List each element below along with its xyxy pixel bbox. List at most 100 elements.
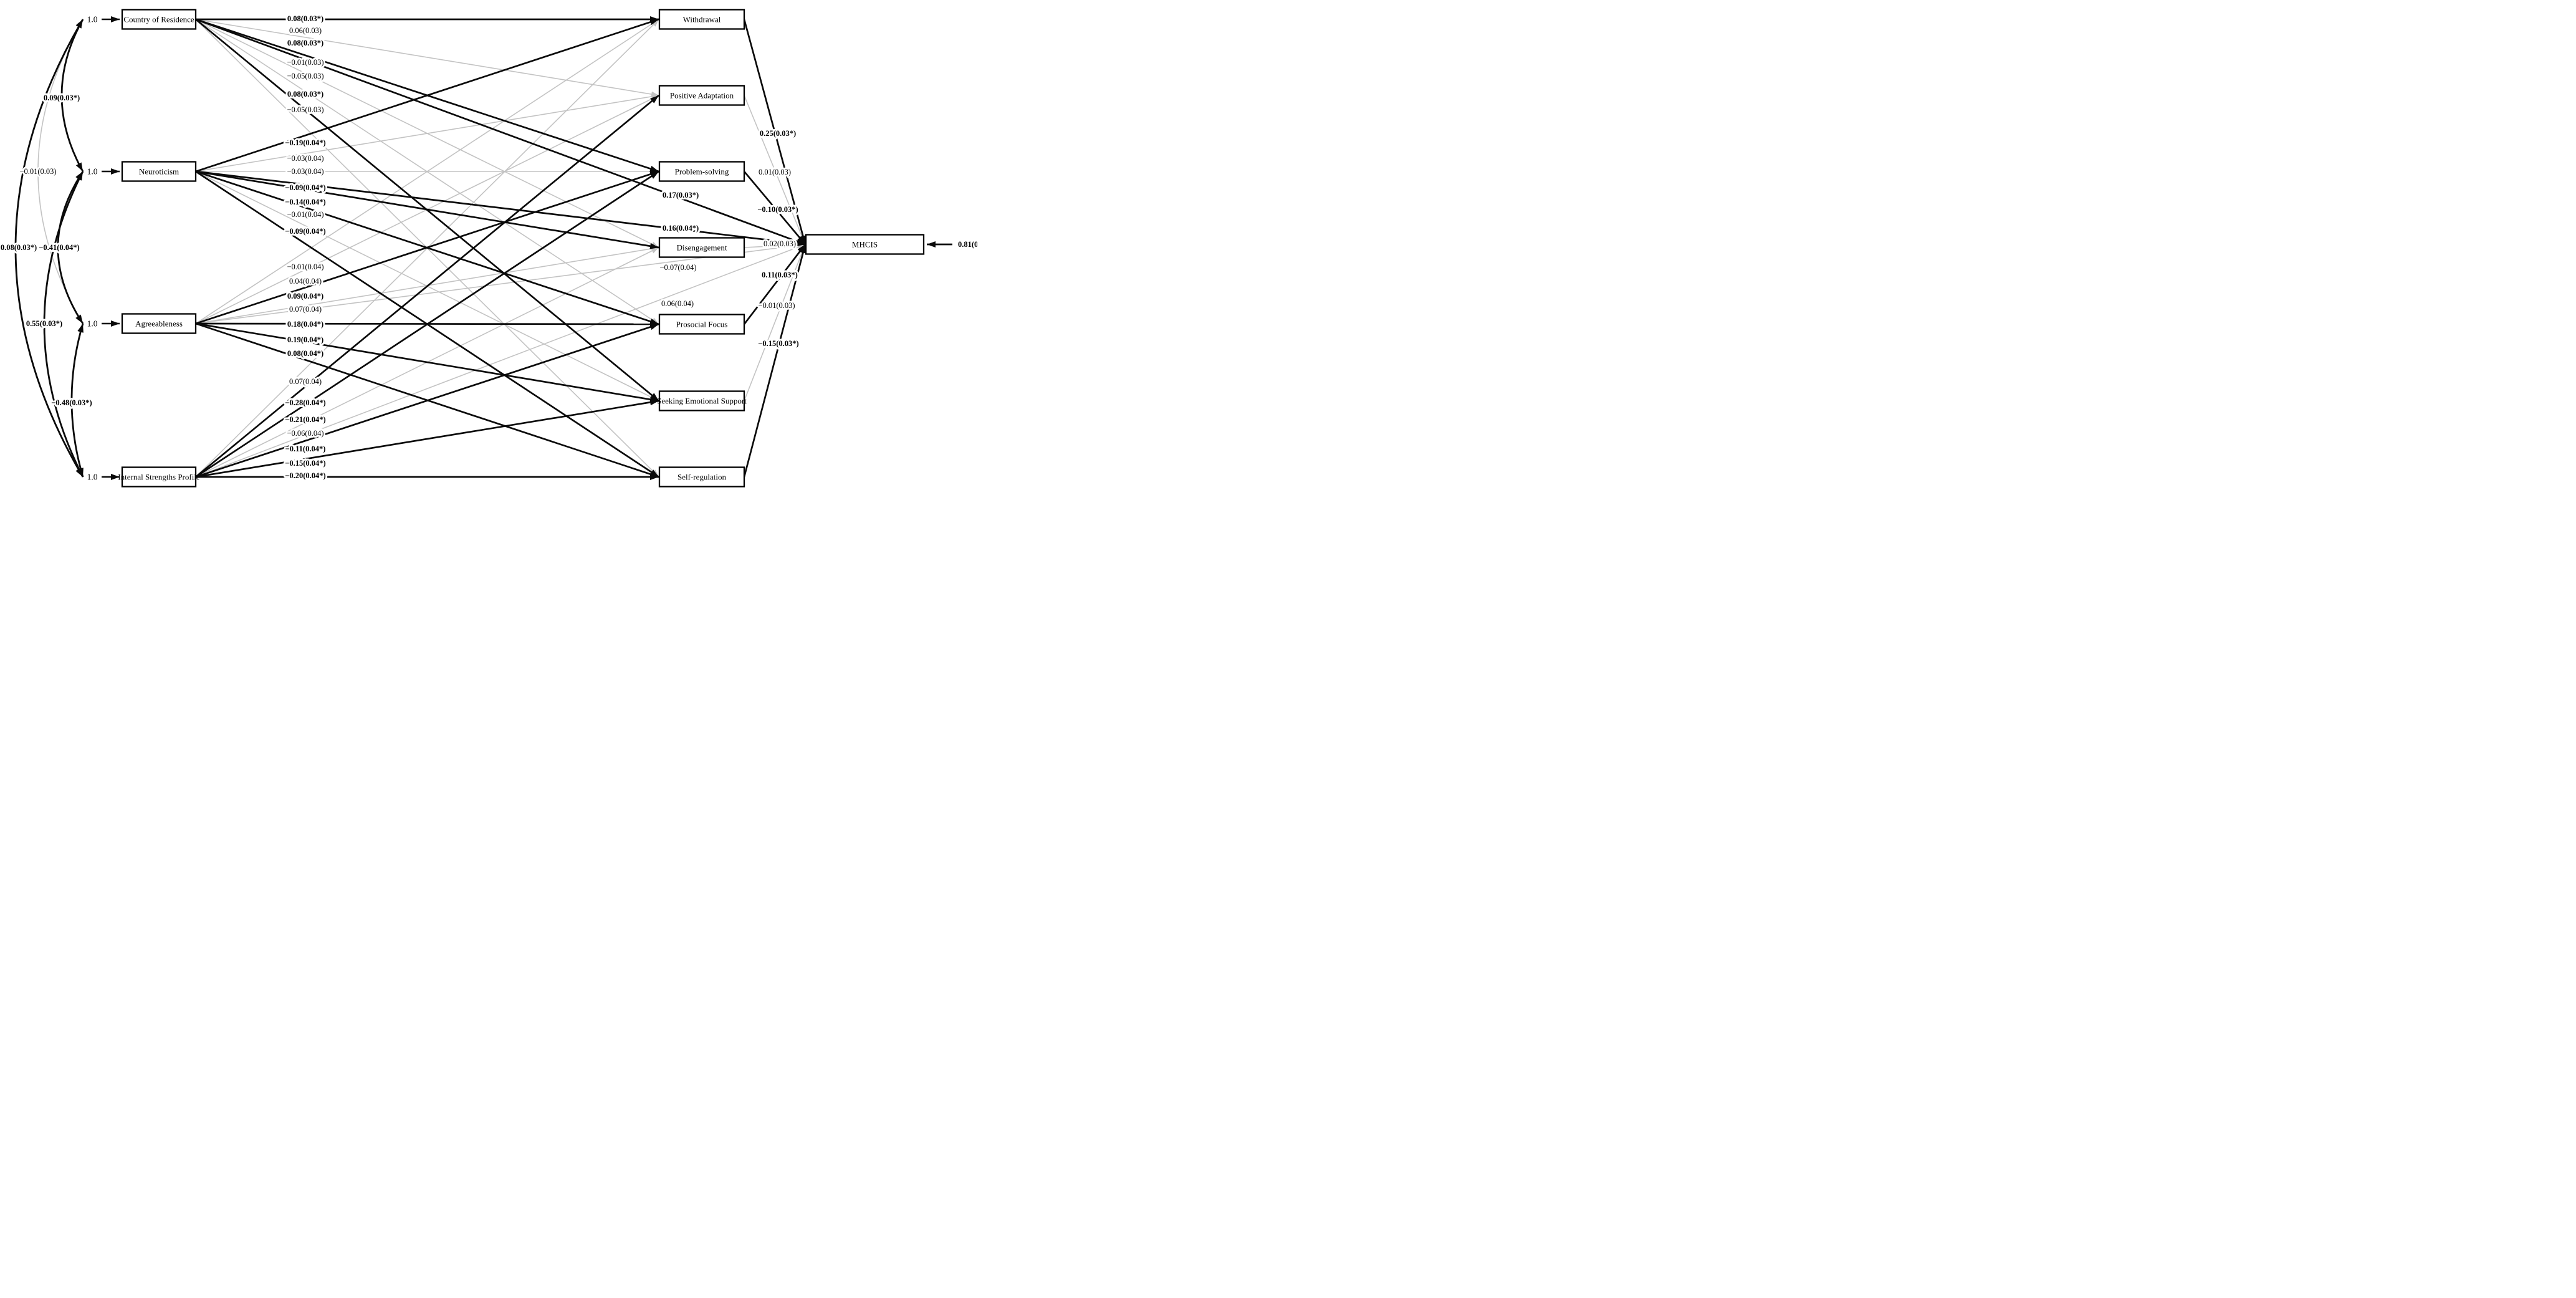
coef-country-to-prosocial_focus: −0.05(0.03): [287, 72, 323, 80]
path-isp-to-prosocial_focus: [195, 323, 659, 478]
prosocial_focus-box: [658, 314, 745, 335]
coef-country-to-positive_adaptation: 0.06(0.03): [289, 26, 322, 35]
neuroticism-label: Neuroticism: [139, 167, 179, 176]
node-agreeableness: Agreeableness: [121, 313, 197, 334]
covariance-agreeableness-isp: [70, 323, 84, 478]
path-isp-to-seeking_emotional_support: [195, 399, 659, 478]
node-withdrawal: Withdrawal: [658, 9, 745, 30]
path-agreeableness-to-seeking_emotional_support: [195, 322, 659, 403]
coef-agreeableness-to-seeking_emotional_support: 0.19(0.04*): [287, 335, 323, 344]
withdrawal-label: Withdrawal: [683, 15, 721, 24]
node-positive_adaptation: Positive Adaptation: [658, 85, 745, 106]
covariance-neuroticism-agreeableness: [57, 171, 84, 324]
problem_solving-label: Problem-solving: [675, 167, 729, 176]
country-label: Country of Residence: [123, 15, 194, 24]
coef-neuroticism-to-withdrawal: −0.19(0.04*): [285, 138, 325, 147]
coef-neuroticism-to-seeking_emotional_support: −0.01(0.04): [287, 210, 323, 219]
path-country-to-mhcis: [195, 18, 806, 246]
node-disengagement: Disengagement: [658, 237, 745, 258]
coef-isp-to-withdrawal: 0.07(0.04): [289, 377, 322, 386]
coef-isp-to-mhcis: 0.06(0.04): [661, 299, 694, 308]
path-neuroticism-to-mhcis: [195, 170, 806, 247]
self_regulation-label: Self-regulation: [678, 473, 726, 482]
coef-disengagement-to-mhcis: 0.02(0.03): [764, 239, 796, 248]
coef-country-to-mhcis: 0.17(0.03*): [663, 191, 699, 200]
isp-label: Internal Strengths Profile: [118, 473, 200, 482]
variance-arrows: 1.0 1.0 1.0 1.0 0.81(0.04*): [87, 15, 977, 482]
path-prosocial_focus-to-mhcis: [743, 244, 807, 325]
seeking_emotional_support-box: [658, 390, 745, 411]
coef-neuroticism-to-mhcis: 0.16(0.04*): [663, 224, 699, 233]
disengagement-label: Disengagement: [677, 243, 727, 252]
country-box: [121, 9, 197, 30]
seeking_emotional_support-label: Seeking Emotional Support: [657, 397, 747, 406]
coef-country-to-problem_solving: 0.08(0.03*): [287, 39, 323, 47]
coef-isp-to-positive_adaptation: −0.28(0.04*): [285, 398, 325, 407]
path-neuroticism-to-disengagement: [195, 170, 659, 249]
node-isp: Internal Strengths Profile: [118, 466, 200, 488]
variance-label-neuroticism: 1.0: [87, 167, 98, 176]
positive_adaptation-box: [658, 85, 745, 106]
coef-isp-to-prosocial_focus: −0.11(0.04*): [285, 445, 326, 453]
neuroticism-box: [121, 161, 197, 182]
node-neuroticism: Neuroticism: [121, 161, 197, 182]
coefficient-labels: 0.08(0.03*) 0.06(0.03) 0.08(0.03*) −0.01(0.…: [0, 12, 801, 482]
positive_adaptation-label: Positive Adaptation: [670, 91, 734, 100]
coef-isp-to-self_regulation: −0.20(0.04*): [285, 471, 325, 480]
path-isp-to-mhcis: [195, 244, 806, 478]
coef-isp-to-disengagement: −0.06(0.04): [287, 429, 323, 438]
path-agreeableness-to-withdrawal: [195, 19, 659, 324]
variance-label-country: 1.0: [87, 15, 98, 24]
coef-covariance-neuroticism-agreeableness: −0.41(0.04*): [39, 243, 79, 252]
coef-neuroticism-to-positive_adaptation: −0.03(0.04): [287, 154, 323, 163]
variance-label-agreeableness: 1.0: [87, 319, 98, 329]
node-self_regulation: Self-regulation: [658, 466, 745, 488]
coef-agreeableness-to-problem_solving: 0.09(0.04*): [287, 292, 323, 300]
withdrawal-box: [658, 9, 745, 30]
path-neuroticism-to-withdrawal: [195, 18, 659, 173]
path-isp-to-positive_adaptation: [195, 94, 659, 478]
self_regulation-box: [658, 466, 745, 488]
coef-neuroticism-to-problem_solving: −0.03(0.04): [287, 167, 323, 176]
coef-covariance-country-neuroticism: 0.09(0.03*): [44, 94, 80, 102]
path-country-to-positive_adaptation: [195, 19, 659, 97]
coef-agreeableness-to-self_regulation: 0.08(0.04*): [287, 349, 323, 358]
mhcis-label: MHCIS: [852, 240, 878, 249]
coef-covariance-neuroticism-isp: 0.55(0.03*): [26, 319, 62, 328]
node-seeking_emotional_support: Seeking Emotional Support: [657, 390, 747, 411]
coef-neuroticism-to-disengagement: −0.09(0.04*): [285, 183, 325, 192]
nodes: Country of ResidenceNeuroticismAgreeable…: [118, 9, 925, 488]
coef-prosocial_focus-to-mhcis: 0.11(0.03*): [762, 271, 798, 279]
coef-country-to-seeking_emotional_support: 0.08(0.03*): [287, 90, 323, 99]
covariance-country-neuroticism: [60, 19, 84, 172]
coef-seeking_emotional_support-to-mhcis: −0.01(0.03): [758, 301, 795, 310]
node-problem_solving: Problem-solving: [658, 161, 745, 182]
variance-label-isp: 1.0: [87, 473, 98, 482]
path-self_regulation-to-mhcis: [743, 244, 807, 478]
path-problem_solving-to-mhcis: [743, 171, 807, 245]
mhcis-box: [805, 234, 925, 255]
coef-covariance-agreeableness-isp: −0.48(0.03*): [51, 398, 92, 407]
coef-positive_adaptation-to-mhcis: 0.01(0.03): [759, 168, 791, 176]
sem-path-diagram: 1.0 1.0 1.0 1.0 0.81(0.04*) Country of Reside…: [0, 0, 977, 493]
isp-box: [121, 466, 197, 488]
node-country: Country of Residence: [121, 9, 197, 30]
path-neuroticism-to-positive_adaptation: [195, 94, 659, 172]
disengagement-box: [658, 237, 745, 258]
coef-country-to-withdrawal: 0.08(0.03*): [287, 14, 323, 23]
coef-country-to-disengagement: −0.01(0.03): [287, 58, 323, 67]
diagram-canvas: 1.0 1.0 1.0 1.0 0.81(0.04*) Country of Reside…: [0, 0, 977, 493]
prosocial_focus-label: Prosocial Focus: [676, 320, 728, 329]
problem_solving-box: [658, 161, 745, 182]
coef-neuroticism-to-prosocial_focus: −0.14(0.04*): [285, 198, 325, 206]
coef-agreeableness-to-disengagement: 0.07(0.04): [289, 305, 322, 314]
coef-self_regulation-to-mhcis: −0.15(0.03*): [758, 339, 798, 348]
coef-agreeableness-to-positive_adaptation: 0.04(0.04): [289, 277, 322, 286]
residual-coef-mhcis: 0.81(0.04*): [958, 240, 977, 249]
coef-isp-to-problem_solving: −0.21(0.04*): [285, 415, 325, 424]
coef-withdrawal-to-mhcis: 0.25(0.03*): [760, 129, 796, 138]
coef-agreeableness-to-withdrawal: −0.01(0.04): [287, 262, 323, 271]
covariance-country-agreeableness: [37, 19, 84, 324]
path-agreeableness-to-problem_solving: [195, 170, 659, 325]
path-seeking_emotional_support-to-mhcis: [744, 244, 806, 401]
